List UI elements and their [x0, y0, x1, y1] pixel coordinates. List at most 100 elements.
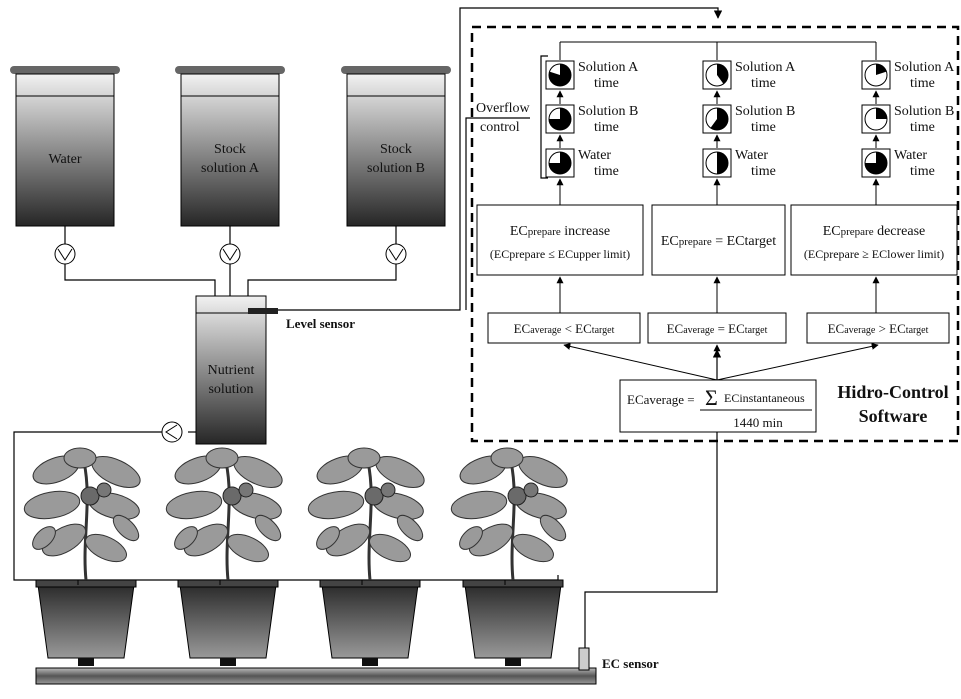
pot-foot	[78, 658, 94, 666]
average-condition: ECaverage < ECtarget	[514, 321, 615, 336]
timer-label-sub: time	[910, 76, 935, 91]
tank-label-stock-a-2: solution A	[201, 161, 260, 176]
leaf	[85, 533, 127, 563]
tank-stock-b: Stock solution B	[341, 66, 451, 227]
fruit	[80, 486, 100, 506]
leaf	[468, 523, 514, 557]
tank-label-water: Water	[48, 152, 81, 167]
average-condition: ECaverage > ECtarget	[828, 321, 929, 336]
prepare-line-1: ECprepare = ECtarget	[661, 234, 776, 249]
tank-label-stock-b-1: Stock	[380, 142, 412, 157]
pot	[37, 584, 135, 659]
timer-label-sub: time	[910, 120, 935, 135]
formula-denominator: 1440 min	[733, 415, 783, 430]
pump-stock-a-icon	[219, 243, 241, 265]
level-sensor-icon	[248, 308, 278, 314]
leaf	[174, 526, 198, 550]
fruit	[523, 482, 539, 498]
prepare-box	[651, 204, 786, 276]
overflow-bracket	[540, 55, 548, 179]
pump-water-icon	[54, 243, 76, 265]
timer-label: Solution A	[894, 60, 955, 75]
leaf	[165, 490, 223, 520]
leaf	[512, 533, 554, 563]
level-sensor-label: Level sensor	[286, 316, 355, 331]
average-box	[647, 312, 787, 344]
stem	[509, 461, 516, 581]
software-label-2: Software	[859, 406, 928, 426]
leaf	[325, 523, 371, 557]
timer-label: Water	[578, 148, 611, 163]
prepare-box	[790, 204, 958, 276]
nutrient-label-2: solution	[208, 382, 253, 397]
leaf	[32, 526, 56, 550]
fruit	[238, 482, 254, 498]
nutrient-tank: Nutrient solution	[195, 295, 267, 445]
prepare-line-2: (ECprepare ≤ ECupper limit)	[490, 247, 630, 261]
plant-4	[450, 447, 568, 666]
timer-label-sub: time	[594, 164, 619, 179]
prepare-line-2: (ECprepare ≥ EClower limit)	[804, 247, 944, 261]
plants	[23, 447, 568, 666]
leaf	[183, 523, 229, 557]
fruit	[380, 482, 396, 498]
timer-fill	[549, 152, 571, 174]
prepare-box	[476, 204, 644, 276]
leaf	[205, 447, 239, 469]
timer-fill	[876, 64, 887, 75]
supply-pipes	[64, 226, 397, 296]
timer-label-sub: time	[594, 76, 619, 91]
leaf	[254, 514, 282, 542]
leaf	[459, 526, 483, 550]
timer-label-sub: time	[751, 164, 776, 179]
irrigation-main-line	[13, 431, 559, 581]
leaf	[307, 490, 365, 520]
timer-label-sub: time	[751, 120, 776, 135]
leaf	[112, 514, 140, 542]
timer-icon	[861, 148, 891, 178]
timer-fill	[876, 108, 887, 119]
leaf	[347, 447, 381, 469]
drain-tray	[35, 667, 597, 685]
pot-foot	[220, 658, 236, 666]
timer-icon	[545, 60, 575, 90]
timer-label: Solution A	[735, 60, 796, 75]
leaf	[369, 533, 411, 563]
pot-foot	[505, 658, 521, 666]
timer-label: Solution A	[578, 60, 639, 75]
timer-icon	[702, 148, 732, 178]
leaf	[227, 533, 269, 563]
tank-label-stock-a-1: Stock	[214, 142, 246, 157]
timer-icon	[545, 104, 575, 134]
software-boundary	[470, 25, 960, 443]
tank-stock-a: Stock solution A	[175, 66, 285, 227]
timer-label-sub: time	[751, 76, 776, 91]
leaf	[450, 490, 508, 520]
plant-2	[165, 447, 283, 666]
overflow-line	[465, 117, 530, 310]
formula-sum: Σ	[705, 385, 718, 410]
arrow	[563, 342, 718, 381]
timer-fill	[717, 64, 728, 84]
plant-3	[307, 447, 425, 666]
pot-foot	[362, 658, 378, 666]
timer-label-sub: time	[594, 120, 619, 135]
timer-label: Solution B	[894, 104, 954, 119]
ec-sensor-icon	[578, 647, 590, 671]
stem	[366, 461, 373, 581]
timer-fill	[549, 64, 571, 86]
leaf	[539, 514, 567, 542]
irrigation-pump-icon	[161, 421, 183, 443]
overflow-label-2: control	[480, 120, 520, 135]
pump-stock-b-icon	[385, 243, 407, 265]
timer-fill	[865, 152, 887, 174]
pot-rim	[177, 579, 279, 588]
leaf	[63, 447, 97, 469]
timer-icon	[861, 104, 891, 134]
